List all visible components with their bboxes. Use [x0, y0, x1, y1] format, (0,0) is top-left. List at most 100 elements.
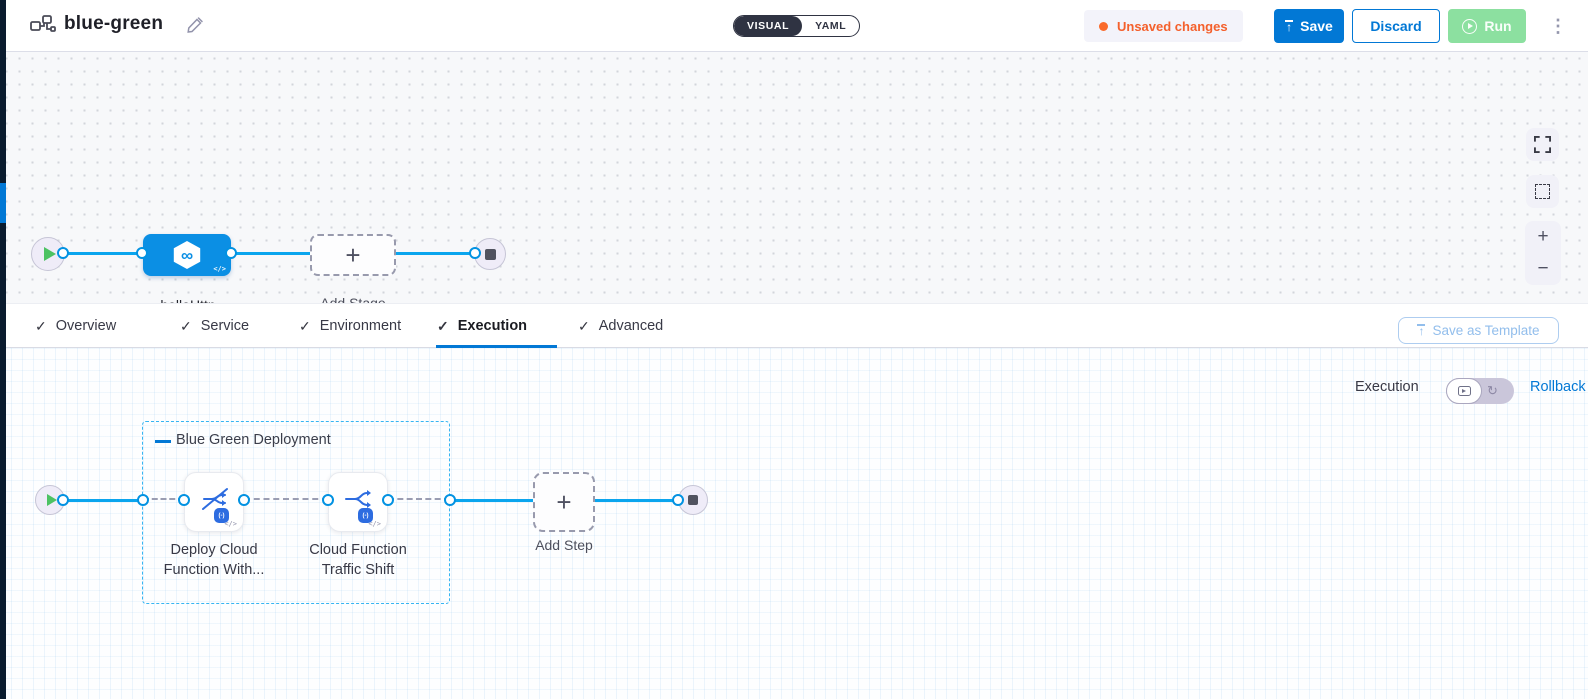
upload-icon: ↑: [1417, 324, 1426, 338]
rollback-link[interactable]: Rollback: [1530, 379, 1586, 395]
stage-config-tabs: ✓ Overview ✓ Service ✓ Environment ✓ Exe…: [0, 303, 1588, 348]
tab-label: Execution: [457, 318, 528, 334]
run-label: Run: [1484, 18, 1512, 34]
zoom-out-button[interactable]: −: [1537, 258, 1549, 279]
run-button[interactable]: Run: [1448, 9, 1526, 43]
discard-button[interactable]: Discard: [1352, 9, 1440, 43]
stage-node-hellohttp[interactable]: ∞ </>: [143, 234, 231, 276]
tab-execution[interactable]: ✓ Execution: [437, 304, 527, 348]
connector-port[interactable]: [57, 494, 69, 506]
connector-port[interactable]: [137, 494, 149, 506]
unsaved-changes-badge: Unsaved changes: [1084, 10, 1243, 42]
active-tab-underline: [436, 345, 557, 348]
check-icon: ✓: [578, 317, 590, 334]
tab-advanced[interactable]: ✓ Advanced: [578, 304, 663, 348]
connector-port[interactable]: [322, 494, 334, 506]
function-gen-badge: (-): [214, 508, 229, 523]
tab-label: Advanced: [598, 318, 664, 334]
more-options-kebab-icon[interactable]: ⋮: [1549, 16, 1567, 36]
step-deploy-cloud-function[interactable]: (-) </>: [184, 472, 244, 532]
exec-flow-edge: [450, 499, 534, 502]
plus-icon: +: [345, 240, 361, 270]
step-label[interactable]: Deploy Cloud Function With...: [163, 542, 265, 578]
rollback-mode-icon[interactable]: ↻: [1487, 383, 1498, 398]
connector-port[interactable]: [238, 494, 250, 506]
check-icon: ✓: [437, 317, 449, 334]
discard-label: Discard: [1370, 18, 1422, 34]
start-play-icon: [43, 247, 56, 261]
code-icon: </>: [213, 265, 226, 273]
tab-overview[interactable]: ✓ Overview: [35, 304, 116, 348]
step-group-title[interactable]: Blue Green Deployment: [176, 432, 331, 448]
connector-port[interactable]: [178, 494, 190, 506]
pipeline-icon: [30, 15, 56, 32]
check-icon: ✓: [299, 317, 311, 334]
add-step-label[interactable]: Add Step: [535, 537, 593, 553]
connector-port[interactable]: [469, 247, 481, 259]
tab-environment[interactable]: ✓ Environment: [299, 304, 401, 348]
stop-icon: [688, 495, 698, 505]
execution-mode-icon: [1457, 386, 1471, 396]
check-icon: ✓: [180, 317, 192, 334]
connector-port[interactable]: [672, 494, 684, 506]
marquee-select-icon: [1535, 184, 1550, 199]
exec-flow-edge: [595, 499, 678, 502]
exec-flow-edge-dashed: [244, 498, 328, 500]
marquee-select-button[interactable]: [1526, 175, 1559, 208]
stop-icon: [484, 248, 496, 260]
save-as-template-button[interactable]: ↑ Save as Template: [1398, 317, 1559, 344]
step-label[interactable]: Cloud Function Traffic Shift: [309, 542, 407, 578]
deploy-cloud-function-icon: [202, 488, 228, 510]
page-title: blue-green: [64, 13, 164, 34]
connector-port[interactable]: [444, 494, 456, 506]
edit-pencil-icon[interactable]: [186, 16, 204, 34]
code-icon: </>: [368, 520, 381, 528]
tab-label: Environment: [319, 318, 402, 334]
zoom-in-button[interactable]: +: [1537, 226, 1549, 247]
nav-side-strip[interactable]: [0, 0, 6, 699]
fullscreen-button[interactable]: [1526, 128, 1559, 161]
traffic-shift-icon: [345, 490, 371, 508]
tab-label: Service: [200, 318, 250, 334]
exec-flow-edge-dashed: [143, 498, 184, 500]
visual-toggle[interactable]: VISUAL: [734, 16, 803, 36]
execution-rollback-toggle[interactable]: ↻: [1446, 378, 1514, 404]
zoom-controls: + −: [1525, 221, 1561, 285]
start-play-icon: [46, 494, 57, 506]
function-gen-badge: (-): [358, 508, 373, 523]
save-button[interactable]: ↑ Save: [1274, 9, 1344, 43]
stage-pipeline-canvas[interactable]: ∞ </> helloHttp + Add Stage + −: [0, 52, 1588, 313]
tab-label: Overview: [55, 318, 117, 334]
connector-port[interactable]: [136, 247, 148, 259]
unsaved-changes-label: Unsaved changes: [1117, 18, 1228, 34]
check-icon: ✓: [35, 317, 47, 334]
collapse-group-icon[interactable]: [155, 440, 171, 443]
nav-side-strip-accent: [0, 183, 6, 223]
add-step-button[interactable]: +: [533, 472, 595, 532]
stage-flow-edge: [63, 252, 475, 255]
run-play-icon: [1462, 18, 1478, 34]
deploy-stage-icon: ∞: [173, 241, 201, 269]
view-mode-toggle: VISUAL YAML: [733, 15, 861, 37]
connector-port[interactable]: [225, 247, 237, 259]
save-label: Save: [1300, 18, 1333, 34]
code-icon: </>: [224, 520, 237, 528]
fullscreen-icon: [1534, 136, 1551, 153]
step-group-blue-green-deployment[interactable]: [142, 421, 450, 604]
exec-flow-edge: [63, 499, 143, 502]
execution-mode-segment[interactable]: [1446, 378, 1482, 404]
save-as-template-label: Save as Template: [1432, 323, 1540, 338]
exec-flow-edge-dashed: [388, 498, 450, 500]
upload-icon: ↑: [1285, 19, 1294, 34]
execution-mode-label: Execution: [1355, 379, 1419, 395]
connector-port[interactable]: [57, 247, 69, 259]
execution-canvas[interactable]: Execution ↻ Rollback Blue Green Deployme…: [0, 348, 1588, 699]
unsaved-dot-icon: [1099, 21, 1108, 31]
add-stage-button[interactable]: +: [310, 234, 396, 276]
yaml-toggle[interactable]: YAML: [815, 20, 847, 32]
tab-service[interactable]: ✓ Service: [180, 304, 249, 348]
connector-port[interactable]: [382, 494, 394, 506]
plus-icon: +: [556, 487, 572, 517]
step-cloud-function-traffic-shift[interactable]: (-) </>: [328, 472, 388, 532]
